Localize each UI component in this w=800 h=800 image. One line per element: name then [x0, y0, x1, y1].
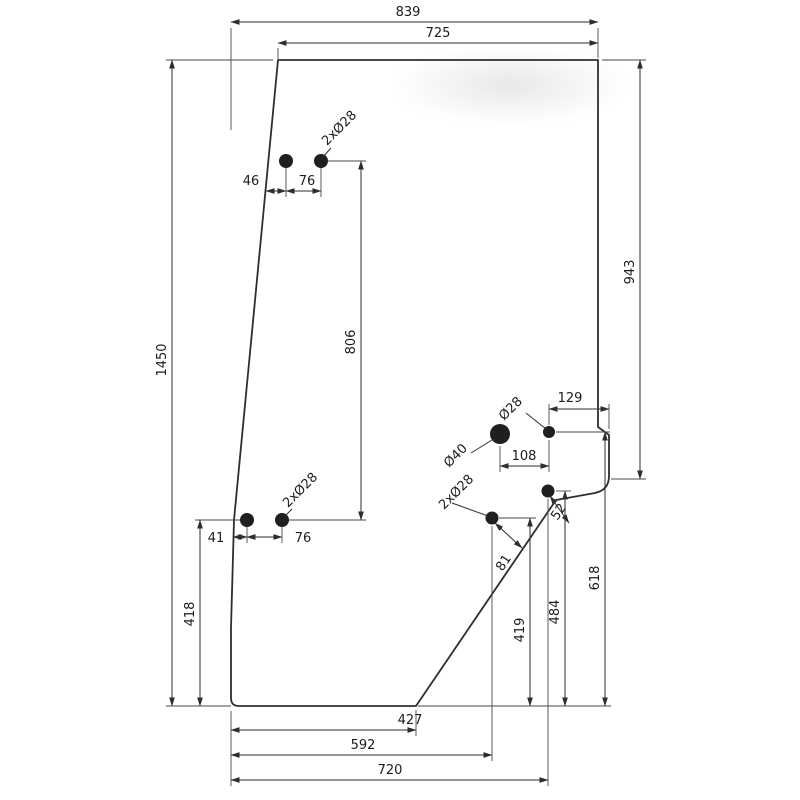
dim-label-lower-left-holes: 2xØ28 — [280, 470, 321, 511]
hole-lower-left-1 — [240, 513, 254, 527]
dim-label-right-height: 943 — [623, 260, 638, 285]
dim-line-edge-offset-81 — [494, 522, 523, 549]
leader-line — [283, 508, 293, 518]
dimension-labels: 839 725 943 1450 806 46 76 2xØ28 41 76 2… — [155, 5, 638, 778]
hole-bottom-right-1 — [485, 511, 499, 525]
dim-label-upper-hole-pitch: 76 — [299, 174, 316, 189]
dim-label-height-618: 618 — [588, 566, 603, 591]
mounting-holes — [240, 154, 555, 527]
dim-label-lower-hole-pitch: 76 — [295, 531, 312, 546]
hole-bottom-right-2 — [541, 484, 555, 498]
dim-label-upper-edge-offset: 46 — [243, 174, 260, 189]
dim-label-bottom-427: 427 — [398, 713, 423, 728]
dim-label-large-hole: Ø40 — [441, 441, 471, 471]
hole-lower-left-2 — [275, 513, 289, 527]
leader-line — [451, 502, 489, 517]
hole-upper-right — [314, 154, 328, 168]
leader-line — [470, 439, 493, 454]
extension-lines — [166, 28, 646, 786]
dim-label-overall-height: 1450 — [155, 343, 170, 376]
dim-label-upper-holes: 2xØ28 — [319, 108, 360, 149]
hole-upper-left — [279, 154, 293, 168]
dim-label-lower-edge-offset: 41 — [208, 531, 225, 546]
hole-large-d40 — [490, 424, 510, 444]
dim-label-hole-row-span: 806 — [344, 330, 359, 355]
leader-line — [525, 412, 547, 430]
dim-label-hole-to-edge: 129 — [558, 391, 583, 406]
dim-label-top-width: 725 — [426, 26, 451, 41]
dim-label-lower-left-height: 418 — [183, 602, 198, 627]
dim-label-small-hole: Ø28 — [496, 394, 526, 424]
leader-line — [321, 147, 332, 159]
dim-line-edge-offset-52 — [549, 495, 570, 524]
dim-label-bottom-right-holes: 2xØ28 — [436, 472, 477, 513]
dim-label-height-419: 419 — [513, 618, 528, 643]
dim-label-height-484: 484 — [548, 600, 563, 625]
dim-label-overall-width: 839 — [396, 5, 421, 20]
dim-label-bottom-720: 720 — [378, 763, 403, 778]
leader-lines — [283, 147, 547, 518]
dim-label-edge-offset-81: 81 — [493, 552, 515, 574]
dimension-lines — [169, 19, 643, 783]
dim-label-bottom-592: 592 — [351, 738, 376, 753]
dim-label-hole-pitch-mid: 108 — [512, 449, 537, 464]
